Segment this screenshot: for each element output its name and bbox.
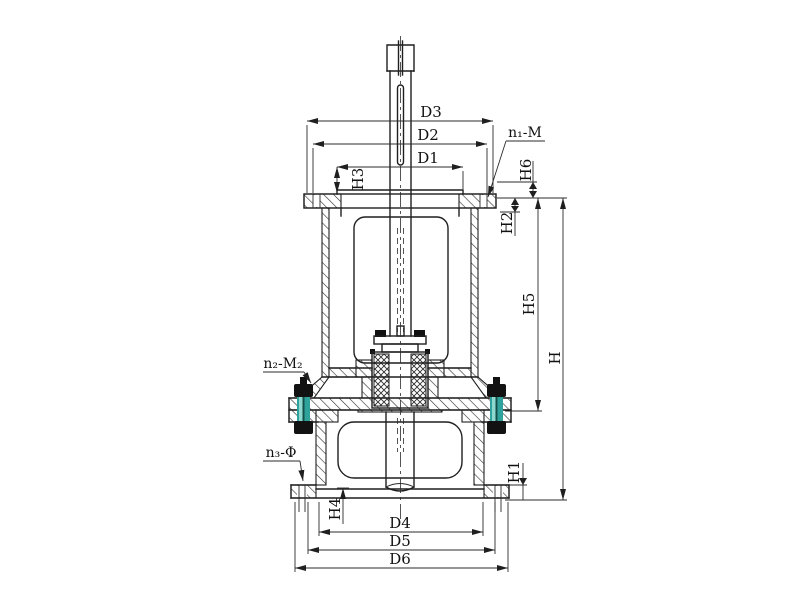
- dim-label-d1: D1: [417, 149, 439, 167]
- lower-cavity: [337, 421, 463, 479]
- cylinder-body: [321, 216, 479, 378]
- hatched-sections: [288, 193, 512, 499]
- dimension-lines: [263, 118, 567, 572]
- dim-label-h5: H5: [520, 293, 538, 316]
- dim-label-d6: D6: [389, 550, 411, 568]
- dim-label-d4: D4: [389, 514, 411, 532]
- dim-label-d5: D5: [389, 532, 411, 550]
- lower-body: [337, 411, 463, 492]
- upper-cavity: [353, 216, 449, 364]
- centerlines: [397, 36, 404, 522]
- bolt-nut: [294, 421, 313, 434]
- packing-gland: [370, 349, 430, 407]
- right-flange-bolt: [487, 377, 506, 434]
- bottom-flange: [290, 484, 510, 512]
- stem-tube-end: [385, 486, 415, 492]
- dim-label-h4: H4: [326, 498, 344, 521]
- leader-n1: [487, 140, 507, 198]
- leader-n2: [302, 371, 312, 384]
- bolt-head: [487, 384, 506, 397]
- left-flange-bolt: [294, 377, 313, 434]
- bolt-head: [294, 384, 313, 397]
- dimension-labels: D3 D2 D1 H3 n₁-M H6 H2 H5 H H1 n₂-M₂ n₃-…: [263, 103, 564, 568]
- dim-label-h2: H2: [498, 212, 516, 235]
- dim-label-h3: H3: [349, 168, 367, 191]
- dim-label-d2: D2: [417, 126, 439, 144]
- dim-label-d3: D3: [420, 103, 442, 121]
- dim-label-h1: H1: [505, 461, 523, 484]
- label-n1-m: n₁-M: [508, 125, 542, 141]
- label-n2-m2: n₂-M₂: [263, 356, 302, 372]
- gland-assembly: [371, 325, 429, 409]
- dim-label-h6: H6: [517, 159, 535, 182]
- leader-n3: [298, 460, 305, 482]
- bolt-nut: [487, 421, 506, 434]
- gland-flange: [373, 335, 427, 345]
- packing-box: [371, 351, 429, 409]
- label-n3-phi: n₃-Φ: [266, 445, 297, 461]
- stem-and-head: [386, 40, 415, 337]
- dim-label-h: H: [546, 351, 564, 364]
